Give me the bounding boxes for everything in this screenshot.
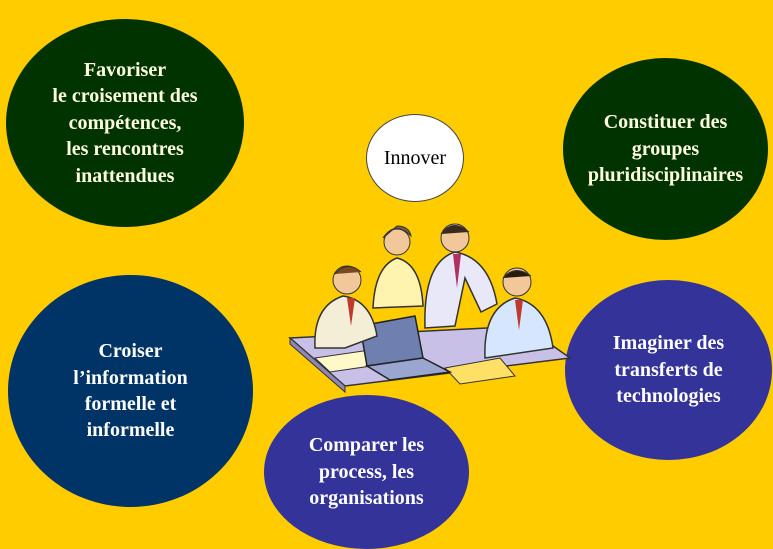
bubble-label: Favoriser le croisement des compétences,… (52, 59, 198, 187)
innover-label: Innover (383, 146, 447, 169)
bubble-favoriser-croisement: Favoriser le croisement des compétences,… (6, 19, 244, 227)
bubble-label: Comparer les process, les organisations (308, 434, 425, 510)
team-meeting-clipart (288, 223, 573, 394)
bubble-croiser-information: Croiser l’information formelle et inform… (8, 275, 253, 507)
bubble-comparer-process: Comparer les process, les organisations (264, 395, 469, 549)
bubble-groupes-pluridisciplinaires: Constituer des groupes pluridisciplinair… (563, 58, 768, 240)
innover-center-circle: Innover (366, 114, 464, 202)
bubble-transferts-technologies: Imaginer des transferts de technologies (565, 280, 772, 460)
bubble-label: Croiser l’information formelle et inform… (73, 340, 188, 442)
bubble-label: Imaginer des transferts de technologies (612, 332, 725, 408)
bubble-label: Constituer des groupes pluridisciplinair… (587, 111, 744, 187)
